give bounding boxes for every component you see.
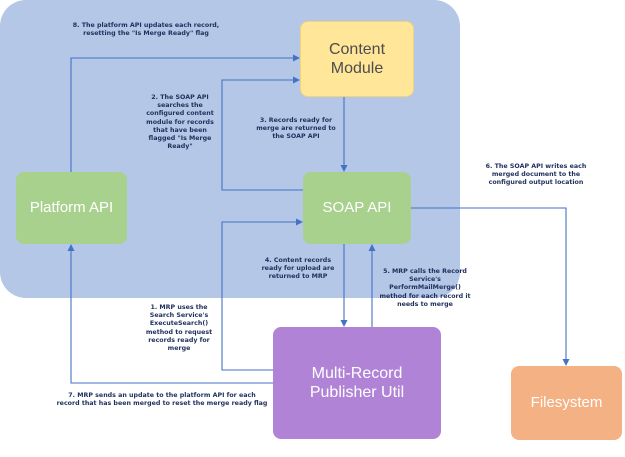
- filesystem-label: Filesystem: [530, 394, 603, 411]
- mrpu-label: Multi-Record Publisher Util: [309, 364, 405, 401]
- content-module-label: Content Module: [328, 40, 386, 77]
- step4-annotation: 4. Content records ready for upload are …: [261, 257, 335, 281]
- soap-api-label: SOAP API: [322, 199, 392, 216]
- step7-annotation: 7. MRP sends an update to the platform A…: [56, 392, 268, 408]
- step2-annotation: 2. The SOAP API searches the configured …: [146, 94, 214, 151]
- platform-api-label: Platform API: [29, 199, 114, 216]
- filesystem-node: Filesystem: [511, 366, 622, 440]
- step1-annotation: 1. MRP uses the Search Service's Execute…: [145, 304, 213, 352]
- step6-annotation: 6. The SOAP API writes each merged docum…: [485, 163, 587, 187]
- arrow-step8: [70, 54, 300, 172]
- arrow-step6: [411, 207, 570, 366]
- arrow-step7: [67, 244, 273, 384]
- platform-api-node: Platform API: [16, 172, 127, 244]
- arrow-step1: [221, 218, 303, 371]
- arrow-step2: [221, 76, 303, 191]
- step5-annotation: 5. MRP calls the Record Service's Perfor…: [379, 268, 471, 308]
- mrpu-node: Multi-Record Publisher Util: [273, 327, 441, 439]
- soap-api-node: SOAP API: [303, 172, 411, 244]
- step8-annotation: 8. The platform API updates each record,…: [72, 22, 220, 38]
- step3-annotation: 3. Records ready for merge are returned …: [256, 117, 336, 141]
- content-module-node: Content Module: [300, 21, 414, 97]
